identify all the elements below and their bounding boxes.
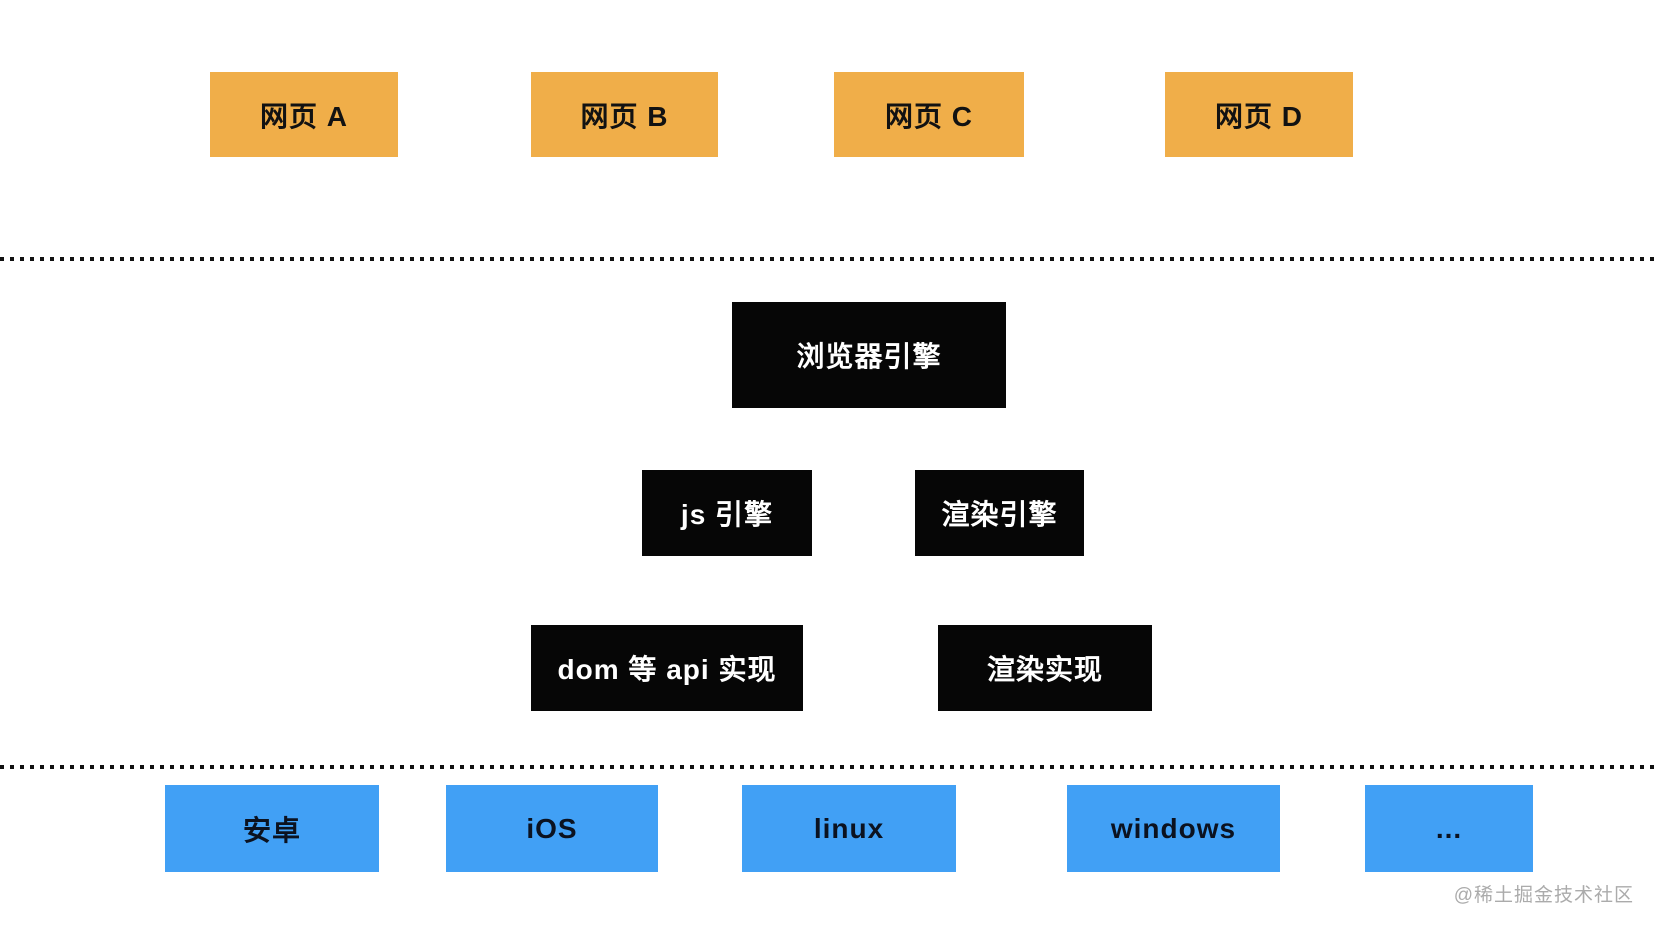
platform-ios-box: iOS <box>446 785 658 872</box>
render-implementation-box: 渲染实现 <box>938 625 1152 711</box>
render-engine-box: 渲染引擎 <box>915 470 1084 556</box>
separator-dotted-line-top <box>0 257 1656 261</box>
platform-windows-box: windows <box>1067 785 1280 872</box>
separator-dotted-line-bottom <box>0 765 1656 769</box>
js-engine-box: js 引擎 <box>642 470 812 556</box>
dom-api-implementation-box: dom 等 api 实现 <box>531 625 803 711</box>
webpage-a-box: 网页 A <box>210 72 398 157</box>
webpage-b-box: 网页 B <box>531 72 718 157</box>
browser-engine-box: 浏览器引擎 <box>732 302 1006 408</box>
watermark: @稀土掘金技术社区 <box>1453 885 1634 906</box>
platform-ellipsis-box: ... <box>1365 785 1533 872</box>
webpage-c-box: 网页 C <box>834 72 1024 157</box>
platform-android-box: 安卓 <box>165 785 379 872</box>
platform-linux-box: linux <box>742 785 956 872</box>
webpage-d-box: 网页 D <box>1165 72 1353 157</box>
